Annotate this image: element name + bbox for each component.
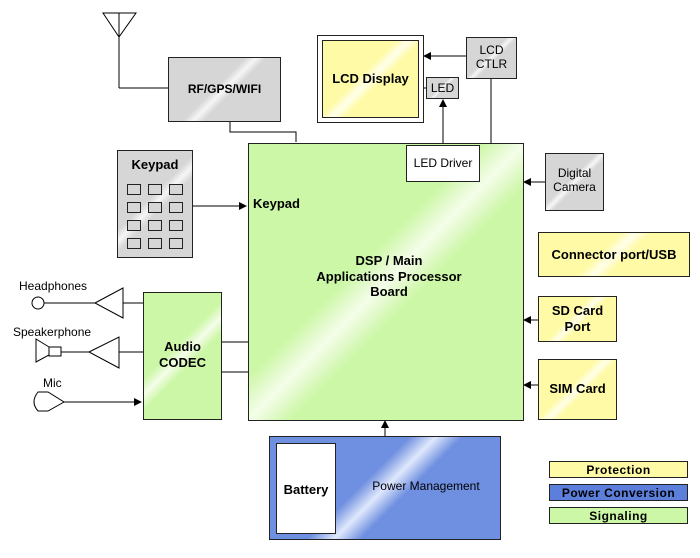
headphones-label: Headphones	[19, 279, 88, 293]
legend-item-protection: Protection	[549, 461, 688, 478]
lcd-ctlr-block: LCD CTLR	[466, 37, 517, 79]
audio-codec-block: Audio CODEC	[143, 292, 222, 420]
legend-item-power-conversion: Power Conversion	[549, 484, 688, 501]
keypad-key	[148, 238, 162, 249]
keypad-key	[127, 238, 141, 249]
main-board-label: DSP / Main Applications Processor Board	[316, 253, 462, 300]
digital-camera-label: Digital Camera	[553, 166, 596, 195]
lcd-ctlr-label: LCD CTLR	[475, 43, 508, 72]
keypad-key	[127, 184, 141, 195]
keypad-key	[169, 220, 183, 231]
connector-usb-label: Connector port/USB	[551, 247, 677, 262]
lcd-display-label: LCD Display	[332, 71, 409, 86]
keypad-port-label: Keypad	[253, 196, 300, 211]
mic-icon	[33, 391, 65, 412]
keypad-key	[148, 184, 162, 195]
led-driver-label: LED Driver	[413, 156, 473, 170]
keypad-key	[127, 220, 141, 231]
legend-label: Protection	[586, 463, 651, 477]
legend-label: Signaling	[589, 509, 648, 523]
led-driver-block: LED Driver	[406, 145, 480, 182]
keypad-key	[169, 184, 183, 195]
keypad-title: Keypad	[131, 157, 179, 172]
main-processor-board: Keypad DSP / Main Applications Processor…	[248, 143, 524, 421]
sd-card-port-label: SD Card Port	[551, 303, 604, 334]
sd-card-port-block: SD Card Port	[538, 296, 617, 342]
legend-label: Power Conversion	[561, 486, 676, 500]
led-block: LED	[426, 77, 459, 99]
keypad-key	[127, 202, 141, 213]
audio-codec-label: Audio CODEC	[159, 339, 206, 370]
keypad-key	[148, 220, 162, 231]
speaker-icon	[35, 338, 50, 363]
speaker-amp-icon	[87, 336, 120, 369]
keypad-block: Keypad	[117, 150, 193, 258]
rf-gps-wifi-label: RF/GPS/WIFI	[187, 82, 262, 96]
rf-gps-wifi-block: RF/GPS/WIFI	[168, 57, 281, 122]
digital-camera-block: Digital Camera	[545, 153, 604, 211]
battery-block: Battery	[276, 443, 336, 534]
mic-label: Mic	[43, 376, 62, 390]
lcd-display-frame: LCD Display	[317, 35, 424, 123]
power-management-block: Power Management Battery	[269, 436, 501, 540]
keypad-key	[169, 238, 183, 249]
speakerphone-label: Speakerphone	[13, 325, 92, 339]
sim-card-label: SIM Card	[549, 381, 606, 396]
battery-label: Battery	[283, 482, 329, 497]
connector-usb-block: Connector port/USB	[538, 232, 690, 277]
headphones-icon	[31, 296, 45, 310]
led-label: LED	[430, 81, 455, 95]
power-management-label: Power Management	[372, 479, 480, 493]
headphone-amp-icon	[93, 287, 124, 319]
legend-item-signaling: Signaling	[549, 507, 688, 524]
sim-card-block: SIM Card	[538, 359, 617, 420]
keypad-key	[148, 202, 162, 213]
lcd-display-block: LCD Display	[322, 40, 419, 118]
keypad-key	[169, 202, 183, 213]
